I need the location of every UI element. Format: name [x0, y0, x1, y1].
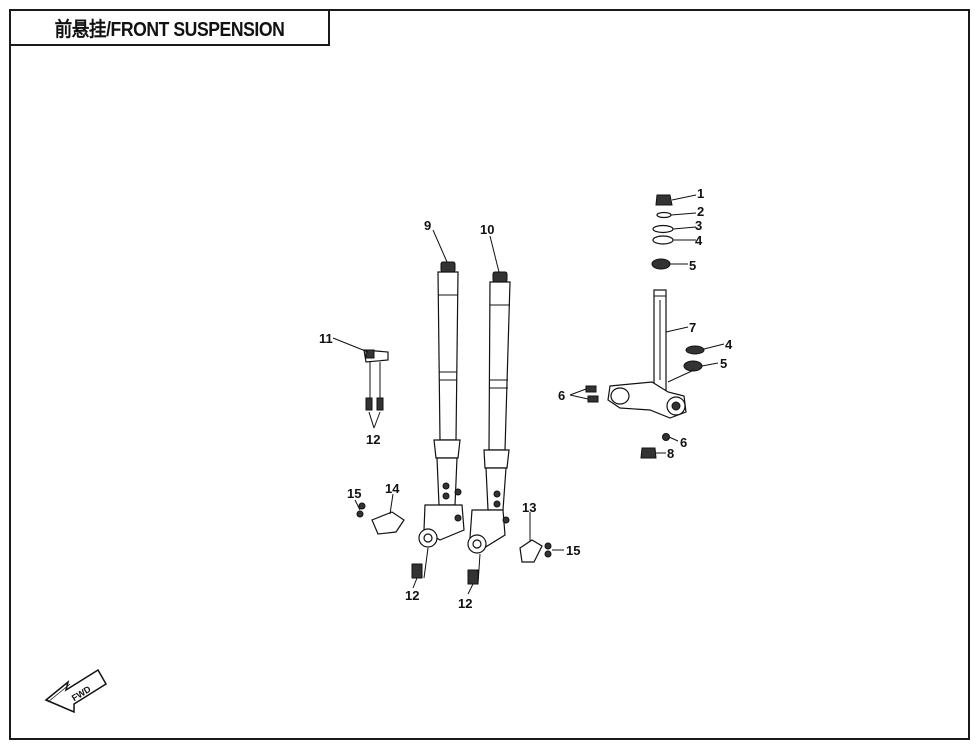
- callout-12c: 12: [458, 596, 472, 611]
- clamp-bolt-6b[interactable]: [662, 433, 670, 441]
- callouts: 1 2 3 4 5 7 4 5 6 6 8 9 10 11 12 12 12 1…: [319, 186, 733, 611]
- diagram-frame: [9, 9, 970, 740]
- callout-12a: 12: [366, 432, 380, 447]
- stem-race-bottom[interactable]: [683, 360, 703, 372]
- stem-washer[interactable]: [656, 211, 672, 219]
- callout-15a: 15: [347, 486, 361, 501]
- axle-clamp-13[interactable]: [519, 539, 543, 563]
- callout-7: 7: [689, 320, 696, 335]
- page-title: 前悬挂/FRONT SUSPENSION: [54, 19, 285, 41]
- bolt-set-15-right[interactable]: [544, 542, 552, 558]
- stem-nut[interactable]: [655, 194, 673, 206]
- title-box: 前悬挂/FRONT SUSPENSION: [9, 9, 330, 46]
- stem-bottom-nut[interactable]: [640, 447, 657, 459]
- lower-triple-clamp[interactable]: [607, 381, 687, 419]
- callout-6a: 6: [558, 388, 565, 403]
- fwd-arrow: FWD: [44, 668, 108, 714]
- axle-clamp-14[interactable]: [371, 511, 405, 535]
- left-fork-tube[interactable]: [418, 261, 465, 548]
- clamp-bolts-6a[interactable]: [585, 385, 599, 403]
- callout-4b: 4: [725, 337, 733, 352]
- callout-4a: 4: [695, 233, 703, 248]
- callout-2: 2: [697, 204, 704, 219]
- callout-10: 10: [480, 222, 494, 237]
- callout-9: 9: [424, 218, 431, 233]
- callout-11: 11: [319, 331, 333, 346]
- steering-stem[interactable]: [653, 289, 667, 391]
- callout-5b: 5: [720, 356, 727, 371]
- callout-6b: 6: [680, 435, 687, 450]
- stem-race-top[interactable]: [651, 258, 671, 270]
- bolt-set-12-left-lower[interactable]: [411, 563, 423, 579]
- callout-14: 14: [385, 481, 400, 496]
- callout-3: 3: [695, 218, 702, 233]
- bracket-11[interactable]: [363, 349, 389, 398]
- callout-8: 8: [667, 446, 674, 461]
- callout-5a: 5: [689, 258, 696, 273]
- right-fork-tube[interactable]: [467, 271, 511, 554]
- callout-15b: 15: [566, 543, 580, 558]
- leader-lines: [332, 194, 725, 595]
- callout-13: 13: [522, 500, 536, 515]
- stem-bearing-top[interactable]: [652, 235, 674, 245]
- stem-ring-3[interactable]: [652, 224, 674, 234]
- bolt-set-12-upper[interactable]: [365, 397, 384, 411]
- bolt-set-15-left[interactable]: [356, 502, 366, 518]
- stem-bearing-bottom[interactable]: [685, 345, 705, 355]
- callout-1: 1: [697, 186, 704, 201]
- bolt-set-12-right-lower[interactable]: [467, 569, 479, 585]
- callout-12b: 12: [405, 588, 419, 603]
